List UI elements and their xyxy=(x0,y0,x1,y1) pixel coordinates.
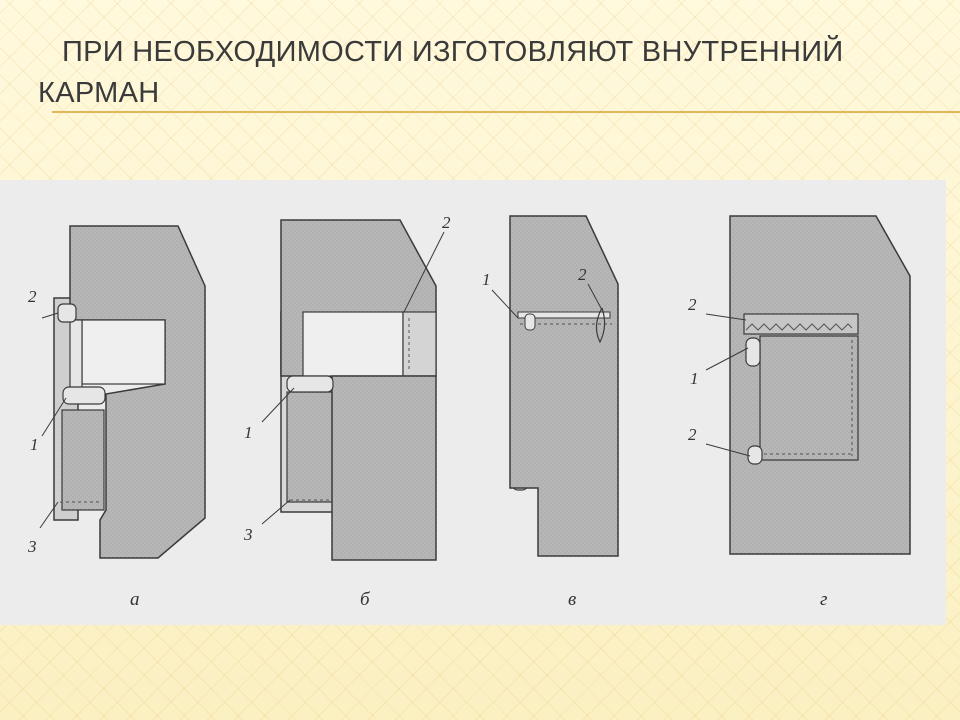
diagram-b-leader-3 xyxy=(261,499,291,525)
diagram-a: 2 1 3 а xyxy=(27,225,206,610)
diagram-b-leader-1 xyxy=(261,387,295,423)
diagram-a-pocket-bag xyxy=(61,409,105,511)
diagram-a-caption: а xyxy=(130,589,140,610)
diagram-b-opening xyxy=(302,311,404,377)
slide-title: При необходимости изготовляют внутренний… xyxy=(38,32,918,114)
pocket-diagram-svg: 2 1 3 а 2 1 3 б 1 2 в xyxy=(27,213,911,610)
diagram-v-tab xyxy=(524,313,536,331)
diagram-b-facing xyxy=(402,311,437,377)
diagram-v-flap xyxy=(517,311,611,319)
diagram-g-callout-2-top: 2 xyxy=(688,295,697,314)
diagram-g-zigzag xyxy=(745,323,853,331)
diagram-g-callout-1: 1 xyxy=(690,369,699,388)
diagram-v-leader-2 xyxy=(587,283,603,311)
diagram-v-caption: в xyxy=(568,589,576,610)
diagram-a-leader-1 xyxy=(41,397,67,437)
diagram-v-callout-2: 2 xyxy=(578,265,587,284)
diagram-b-welt-upper xyxy=(286,375,334,393)
diagram-a-callout-1: 1 xyxy=(30,435,39,454)
diagram-g-welt-top xyxy=(743,313,859,335)
diagram-a-callout-3: 3 xyxy=(27,537,37,556)
diagram-b-caption: б xyxy=(360,589,371,610)
diagram-a-callout-2: 2 xyxy=(28,287,37,306)
diagram-g-welt-upper xyxy=(745,337,761,367)
diagram-v-loop xyxy=(595,307,606,344)
diagram-v-callout-1: 1 xyxy=(482,270,491,289)
diagram-g-leader-1 xyxy=(705,347,749,371)
diagram-g: 2 1 2 г xyxy=(688,215,911,610)
diagram-a-opening xyxy=(81,319,166,385)
diagram-g-welt-lower xyxy=(747,445,763,465)
diagram-b-callout-1: 1 xyxy=(244,423,253,442)
diagram-a-welt-upper xyxy=(57,303,77,323)
diagram-g-leader-2-top xyxy=(705,313,747,321)
diagram-v-front xyxy=(509,215,619,557)
pocket-diagram-image: 2 1 3 а 2 1 3 б 1 2 в xyxy=(0,180,946,625)
diagram-v-leader-1 xyxy=(491,289,519,319)
diagram-b-front-lower xyxy=(331,375,437,561)
slide-title-text: При необходимости изготовляют внутренний… xyxy=(38,36,844,109)
title-underline xyxy=(52,111,960,113)
diagram-a-leader-2 xyxy=(41,312,59,319)
diagram-a-welt-lower xyxy=(62,386,106,405)
diagram-g-callout-2-bottom: 2 xyxy=(688,425,697,444)
diagram-a-leader-3 xyxy=(39,501,59,529)
diagram-b-leader-2 xyxy=(403,231,445,313)
diagram-g-leader-2-bottom xyxy=(705,443,751,457)
diagram-b-callout-3: 3 xyxy=(243,525,253,544)
diagram-v: 1 2 в xyxy=(482,215,619,610)
diagram-b-pocket-bag xyxy=(286,391,336,503)
diagram-b: 2 1 3 б xyxy=(243,213,451,610)
diagram-g-caption: г xyxy=(820,589,827,610)
diagram-g-pocket xyxy=(759,335,859,461)
diagram-b-callout-2: 2 xyxy=(442,213,451,232)
